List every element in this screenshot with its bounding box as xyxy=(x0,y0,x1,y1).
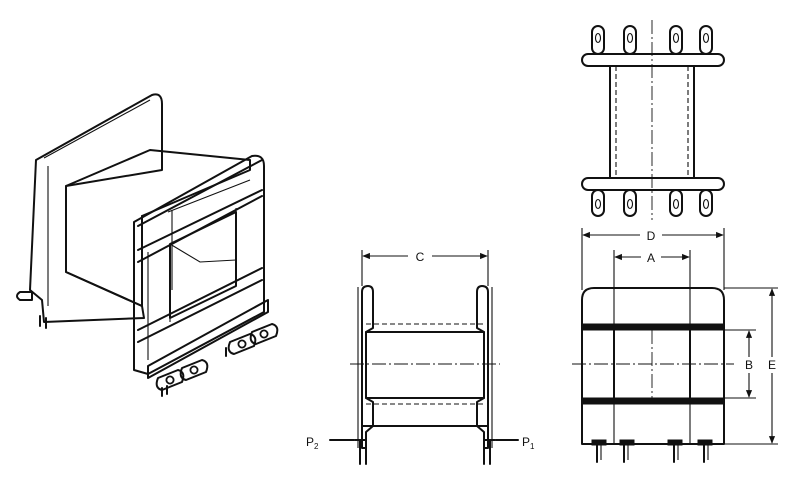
dim-label-b: B xyxy=(745,358,753,372)
side-right-flange xyxy=(476,285,489,449)
pin-label-p2: P xyxy=(306,435,314,449)
dim-label-e: E xyxy=(768,358,776,372)
back-flange-pins xyxy=(16,291,47,329)
pin-label-p1-subscript: 1 xyxy=(530,442,535,451)
front-view-flange xyxy=(581,287,725,445)
front-view-pins xyxy=(591,439,713,463)
side-view: C P2 P1 xyxy=(306,248,535,465)
front-flange-pins xyxy=(155,323,279,397)
isometric-view xyxy=(16,93,279,397)
svg-text:P1: P1 xyxy=(522,435,535,451)
top-view-upper-flange xyxy=(581,53,725,67)
front-window xyxy=(169,211,237,319)
top-view-lower-flange xyxy=(581,177,725,191)
dim-label-c: C xyxy=(416,250,425,264)
top-view-pins-lower xyxy=(591,189,713,217)
top-view xyxy=(581,20,725,220)
back-flange xyxy=(29,93,163,323)
front-view: D A B E xyxy=(572,227,780,463)
svg-text:P2: P2 xyxy=(306,435,319,451)
dim-label-a: A xyxy=(647,251,655,265)
side-left-flange xyxy=(361,285,374,449)
core-body xyxy=(65,149,251,307)
pin-label-p2-subscript: 2 xyxy=(314,442,319,451)
top-view-pins-upper xyxy=(591,25,713,55)
pin-label-p1: P xyxy=(522,435,530,449)
dim-label-d: D xyxy=(647,229,656,243)
